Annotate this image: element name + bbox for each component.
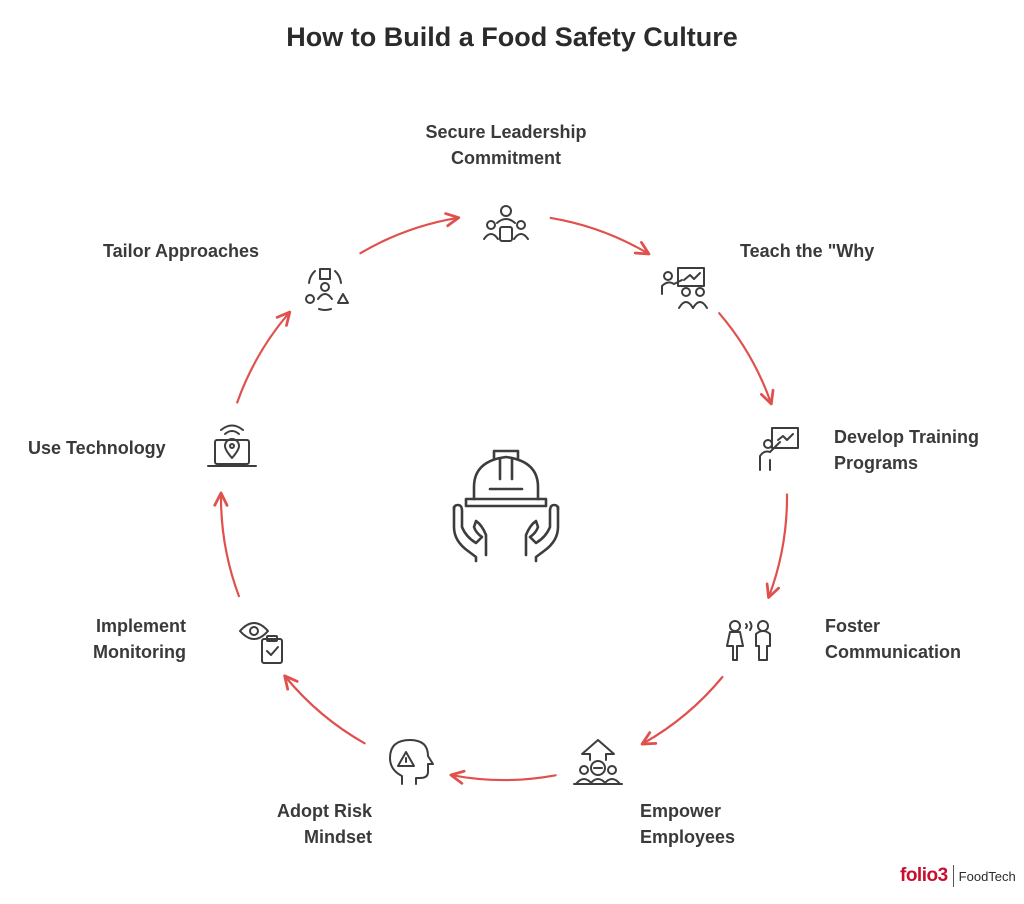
two-people-talking-icon (726, 620, 771, 661)
laptop-location-icon (207, 424, 257, 467)
cycle-arrow-5 (449, 769, 557, 785)
diagram-title: How to Build a Food Safety Culture (286, 22, 738, 52)
logo-wordmark: folio3 (900, 865, 948, 886)
step-label-use-technology: Use Technology (28, 438, 166, 458)
step-label-teach-why: Teach the "Why (740, 241, 875, 261)
cycle-arrows (213, 212, 789, 785)
trainer-board-icon (759, 427, 799, 471)
hard-hat-hands-icon (452, 449, 560, 563)
head-warning-icon (389, 739, 434, 785)
shapes-person-icon (305, 268, 349, 311)
cycle-arrow-3 (765, 493, 789, 599)
logo-divider (952, 865, 954, 887)
eye-clipboard-icon (239, 622, 283, 664)
cycle-arrow-4 (640, 675, 724, 746)
meeting-table-icon (483, 205, 529, 242)
presentation-audience-icon (661, 267, 708, 309)
brand-logo: folio3 FoodTech (900, 862, 1016, 890)
cycle-arrow-6 (283, 674, 366, 745)
step-label-tailor-approaches: Tailor Approaches (103, 241, 260, 261)
cycle-arrow-7 (213, 491, 240, 598)
cycle-arrow-8 (236, 310, 292, 404)
cycle-arrow-2 (718, 312, 775, 406)
cycle-arrow-9 (359, 212, 461, 255)
cycle-arrow-1 (549, 216, 651, 256)
team-growth-arrow-icon (573, 739, 623, 785)
logo-subtitle: FoodTech (958, 868, 1016, 884)
